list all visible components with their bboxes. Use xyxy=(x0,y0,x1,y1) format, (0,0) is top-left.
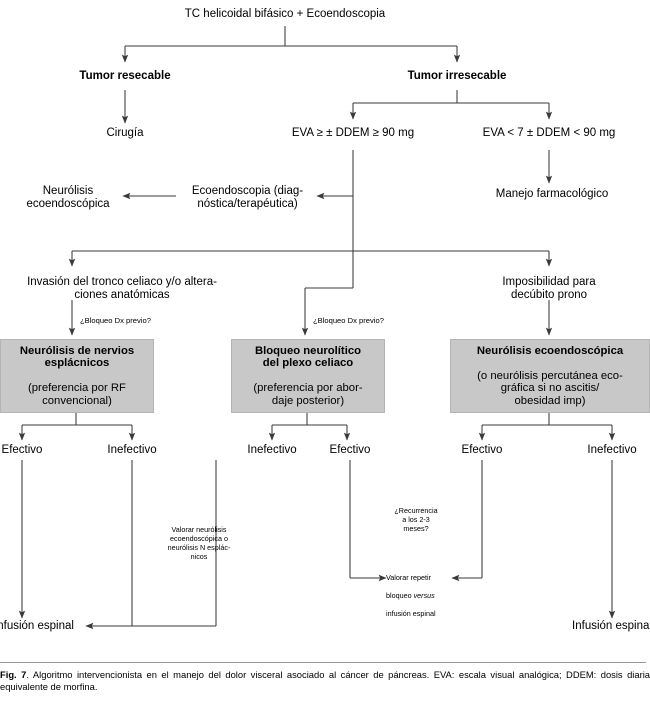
outcome-box1-efectivo: Efectivo xyxy=(1,444,43,456)
note-valorar-repetir-line2: bloqueo xyxy=(386,591,414,600)
label-bloqueo-dx-previo-1: ¿Bloqueo Dx previo? xyxy=(80,316,151,325)
node-infusion-espinal-izq: Infusión espinal xyxy=(0,620,74,632)
caption-label: Fig. 7 xyxy=(0,669,27,680)
node-eva-alto: EVA ≥ ± DDEM ≥ 90 mg xyxy=(291,127,415,139)
treatment-box-2-detail: (preferencia por abor- daje posterior) xyxy=(253,382,363,407)
node-cirugia: Cirugía xyxy=(106,127,144,139)
node-manejo-farmacologico: Manejo farmacológico xyxy=(495,188,609,200)
figure-caption: Fig. 7. Algoritmo intervencionista en el… xyxy=(0,662,650,694)
treatment-box-1-detail: (preferencia por RF convencional) xyxy=(28,382,126,407)
outcome-box3-efectivo: Efectivo xyxy=(461,444,503,456)
treatment-box-bloqueo-neurolitico-plexo-celiaco[interactable]: Bloqueo neurolítico del plexo celiaco (p… xyxy=(231,339,385,413)
node-ecoendoscopia-diagnostica: Ecoendoscopia (diag- nóstica/terapéutica… xyxy=(191,185,304,210)
note-valorar-repetir-line1: Valorar repetir xyxy=(386,573,432,582)
node-root: TC helicoidal bifásico + Ecoendoscopia xyxy=(184,8,386,20)
outcome-box1-inefectivo: Inefectivo xyxy=(107,444,157,456)
outcome-box3-inefectivo: Inefectivo xyxy=(587,444,637,456)
node-eva-bajo: EVA < 7 ± DDEM < 90 mg xyxy=(482,127,616,139)
note-recurrencia: ¿Recurrencia a los 2-3 meses? xyxy=(394,506,438,533)
outcome-box2-efectivo: Efectivo xyxy=(329,444,371,456)
node-tumor-irresecable: Tumor irresecable xyxy=(407,70,507,82)
note-valorar-repetir-versus: versus xyxy=(413,591,435,600)
node-tumor-resecable: Tumor resecable xyxy=(79,70,171,82)
node-imposibilidad-decubito: Imposibilidad para decúbito prono xyxy=(502,276,596,301)
treatment-box-3-title: Neurólisis ecoendoscópica xyxy=(476,344,624,357)
node-neurolisis-ecoendoscopica-izq: Neurólisis ecoendoscópica xyxy=(26,185,110,210)
treatment-box-3-detail: (o neurólisis percutánea eco- gráfica si… xyxy=(477,369,623,407)
label-bloqueo-dx-previo-2: ¿Bloqueo Dx previo? xyxy=(313,316,384,325)
node-invasion-tronco-celiaco: Invasión del tronco celiaco y/o altera- … xyxy=(27,276,217,301)
treatment-box-neurolisis-ecoendoscopica[interactable]: Neurólisis ecoendoscópica (o neurólisis … xyxy=(450,339,650,413)
caption-divider xyxy=(0,662,646,663)
note-valorar-neurolisis: Valorar neurólisis ecoendoscópica o neur… xyxy=(167,525,231,561)
outcome-box2-inefectivo: Inefectivo xyxy=(247,444,297,456)
treatment-box-2-title: Bloqueo neurolítico del plexo celiaco xyxy=(254,344,362,370)
treatment-box-1-title: Neurólisis de nervios esplácnicos xyxy=(19,344,135,370)
note-valorar-repetir-line3: infusión espinal xyxy=(386,609,436,618)
node-infusion-espinal-der: Infusión espinal xyxy=(572,620,650,632)
treatment-box-neurolisis-nervios-esplacnicos[interactable]: Neurólisis de nervios esplácnicos (prefe… xyxy=(0,339,154,413)
caption-text: . Algoritmo intervencionista en el manej… xyxy=(0,669,650,693)
note-valorar-repetir: Valorar repetir bloqueo versus infusión … xyxy=(386,564,452,618)
